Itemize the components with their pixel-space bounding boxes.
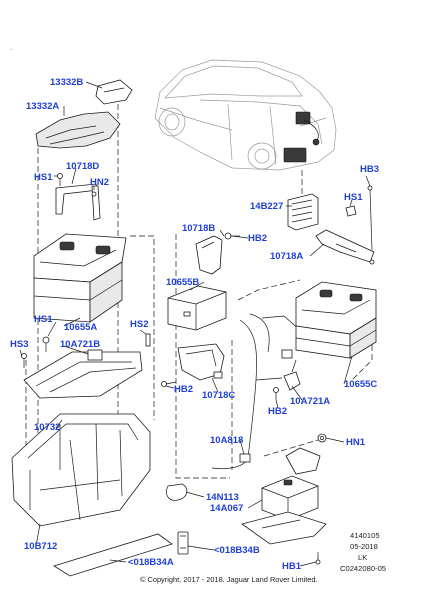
ref-date: 05-2018 — [350, 542, 378, 551]
part-14n113-strap — [166, 483, 188, 501]
label-14a067[interactable]: 14A067 — [210, 503, 243, 514]
label-10718a[interactable]: 10718A — [270, 251, 303, 262]
label-hs3[interactable]: HS3 — [10, 339, 28, 350]
label-10a721b[interactable]: 10A721B — [60, 339, 100, 350]
label-hb2-c[interactable]: HB2 — [268, 406, 287, 417]
part-10655a-battery — [33, 233, 127, 323]
label-hb2-a[interactable]: HB2 — [248, 233, 267, 244]
label-14n113[interactable]: 14N113 — [206, 492, 239, 503]
part-10718a-bracket — [315, 229, 375, 265]
part-10732-battery-box — [11, 413, 151, 527]
part-10718b-bracket — [195, 232, 240, 275]
label-10655c[interactable]: 10655C — [344, 379, 377, 390]
label-10b712[interactable]: 10B712 — [24, 541, 57, 552]
part-14a067-box — [261, 475, 319, 521]
part-10a721b-tray — [21, 333, 151, 399]
ref-number: 4140105 — [350, 531, 380, 540]
label-018b34b[interactable]: <018B34B — [214, 545, 260, 556]
label-hb3[interactable]: HB3 — [360, 164, 379, 175]
label-13332a[interactable]: 13332A — [26, 101, 59, 112]
part-018b34-pads — [177, 531, 189, 555]
part-labels: 13332B 13332A 10718D HS1 HN2 HB3 HS1 14B… — [10, 77, 379, 572]
ref-illustration: C0242080-05 — [340, 564, 386, 573]
part-10b712-mat — [53, 533, 173, 577]
label-018b34a[interactable]: <018B34A — [128, 557, 174, 568]
label-10a721a[interactable]: 10A721A — [290, 396, 330, 407]
copyright-notice: © Copyright, 2017 - 2018. Jaguar Land Ro… — [140, 575, 318, 584]
part-14b227-module — [287, 193, 319, 231]
leader-lines — [19, 81, 371, 567]
label-hs1-b[interactable]: HS1 — [344, 192, 363, 203]
part-lower-bracket — [241, 447, 327, 565]
label-13332b[interactable]: 13332B — [50, 77, 83, 88]
part-hn1-nut — [317, 433, 327, 443]
label-hn2[interactable]: HN2 — [90, 177, 109, 188]
label-10718c[interactable]: 10718C — [202, 390, 235, 401]
label-10718b[interactable]: 10718B — [182, 223, 215, 234]
part-13332b-cover — [95, 79, 133, 105]
vehicle-illustration — [154, 59, 337, 171]
fasteners-right — [345, 185, 373, 251]
part-13332a-insulation — [35, 111, 121, 149]
label-hs1-a[interactable]: HS1 — [34, 172, 53, 183]
part-10718c-bracket — [161, 343, 225, 387]
reference-block: 4140105 05-2018 LK C0242080-05 — [340, 531, 386, 573]
ref-code: LK — [358, 553, 367, 562]
label-10655b[interactable]: 10655B — [166, 277, 199, 288]
label-10718d[interactable]: 10718D — [66, 161, 99, 172]
label-hs2[interactable]: HS2 — [130, 319, 148, 330]
label-hs1-c[interactable]: HS1 — [34, 314, 53, 325]
part-10a721a-bolt — [273, 359, 301, 400]
part-10655c-battery — [295, 281, 377, 359]
label-10655a[interactable]: 10655A — [64, 322, 97, 333]
label-hn1[interactable]: HN1 — [346, 437, 366, 448]
label-10732[interactable]: 10732 — [34, 422, 60, 433]
label-hb2-b[interactable]: HB2 — [174, 384, 193, 395]
label-10a818[interactable]: 10A818 — [210, 435, 243, 446]
label-hb1[interactable]: HB1 — [282, 561, 302, 572]
part-10655b-module — [167, 285, 227, 331]
decor-mark: . — [10, 43, 12, 52]
label-14b227[interactable]: 14B227 — [250, 201, 283, 212]
